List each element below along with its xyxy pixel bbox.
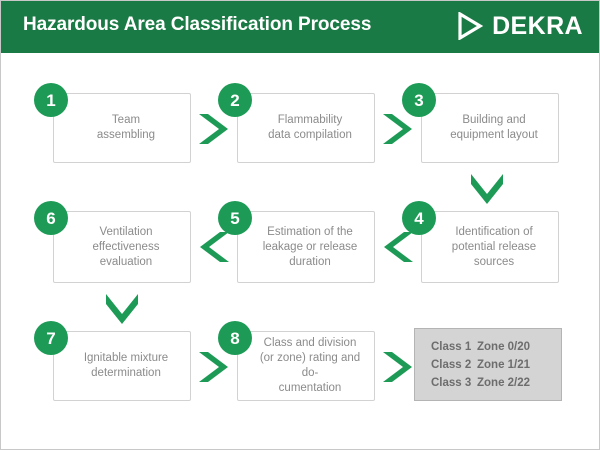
result-zone-2: Zone 1/21 [477, 358, 531, 371]
arrow-step8-to-result-icon [383, 352, 412, 382]
result-class-1: Class 1 [431, 340, 472, 353]
table-row: Class 1 Zone 0/20 [415, 338, 561, 356]
step-badge-8: 8 [218, 321, 252, 355]
step-label-3: Building and equipment layout [450, 114, 538, 141]
step-label-7: Ignitable mixture determination [83, 352, 169, 379]
step-badge-4: 4 [402, 201, 436, 235]
step-box-5[interactable]: Estimation of the leakage or release dur… [237, 211, 375, 283]
step-box-8[interactable]: Class and division (or zone) rating and … [237, 331, 375, 401]
table-row: Class 2 Zone 1/21 [415, 356, 561, 374]
logo-text: DEKRA [492, 11, 583, 40]
page-title: Hazardous Area Classification Process [23, 14, 372, 35]
result-zone-1: Zone 0/20 [477, 340, 531, 353]
step-box-7[interactable]: Ignitable mixture determination [53, 331, 191, 401]
step-label-5: Estimation of the leakage or release dur… [262, 225, 358, 268]
step-badge-1: 1 [34, 83, 68, 117]
result-zone-3: Zone 2/22 [477, 376, 531, 389]
arrow-step1-to-step2-icon [199, 114, 228, 144]
step-badge-7: 7 [34, 321, 68, 355]
step-box-2[interactable]: Flammability data compilation [237, 93, 375, 163]
step-label-4: Identification of potential release sour… [451, 225, 537, 268]
arrow-step5-to-step6-icon [200, 232, 229, 262]
step-label-2: Flammability data compilation [268, 114, 352, 141]
result-class-2: Class 2 [431, 358, 472, 371]
arrow-step6-to-step7-icon [106, 294, 138, 324]
step-badge-2: 2 [218, 83, 252, 117]
arrow-step4-to-step5-icon [384, 232, 413, 262]
dekra-logo: DEKRA [457, 10, 583, 42]
step-badge-6: 6 [34, 201, 68, 235]
step-box-4[interactable]: Identification of potential release sour… [421, 211, 559, 283]
step-box-6[interactable]: Ventilation effectiveness evaluation [53, 211, 191, 283]
classification-result-table: Class 1 Zone 0/20 Class 2 Zone 1/21 Clas… [414, 328, 562, 401]
step-label-1: Team assembling [96, 114, 156, 141]
step-badge-5: 5 [218, 201, 252, 235]
step-box-1[interactable]: Team assembling [53, 93, 191, 163]
header-bar: Hazardous Area Classification Process DE… [1, 1, 599, 53]
step-label-8: Class and division (or zone) rating and … [259, 337, 361, 394]
step-box-3[interactable]: Building and equipment layout [421, 93, 559, 163]
arrow-step7-to-step8-icon [199, 352, 228, 382]
arrow-step3-to-step4-icon [471, 174, 503, 204]
step-badge-3: 3 [402, 83, 436, 117]
step-label-6: Ventilation effectiveness evaluation [92, 225, 160, 268]
arrow-step2-to-step3-icon [383, 114, 412, 144]
table-row: Class 3 Zone 2/22 [415, 374, 561, 392]
play-triangle-icon [458, 12, 484, 40]
result-class-3: Class 3 [431, 376, 472, 389]
